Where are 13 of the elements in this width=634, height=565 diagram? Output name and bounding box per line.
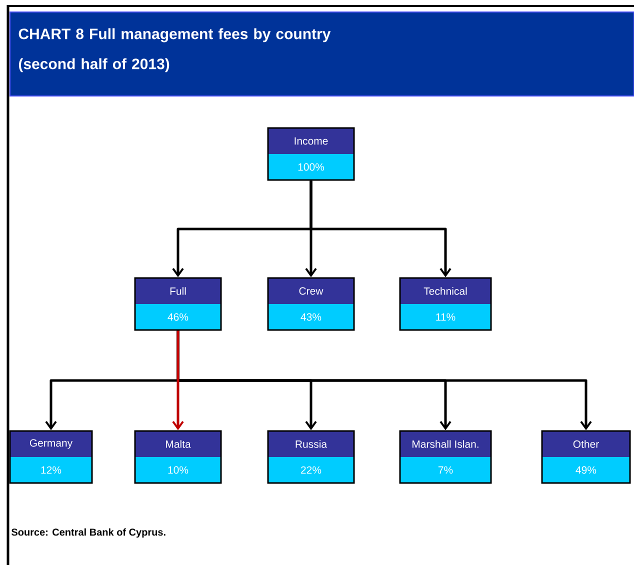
category-box: Other 49% xyxy=(541,430,631,484)
category-box: Malta 10% xyxy=(134,430,222,484)
category-box: Germany 12% xyxy=(9,430,93,484)
category-box: Marshall Islan. 7% xyxy=(399,430,492,484)
arrow xyxy=(172,330,184,430)
source-note: Source: Central Bank of Cyprus. xyxy=(11,528,166,538)
category-box: Crew 43% xyxy=(267,277,355,331)
category-box: Russia 22% xyxy=(267,430,355,484)
category-box: Technical 11% xyxy=(399,277,492,331)
arrow xyxy=(310,180,452,278)
category-box: Full 46% xyxy=(134,277,222,331)
category-box: Income 100% xyxy=(267,127,355,181)
title-banner: CHART 8 Full management fees by country (second half of 2013) xyxy=(10,12,634,96)
